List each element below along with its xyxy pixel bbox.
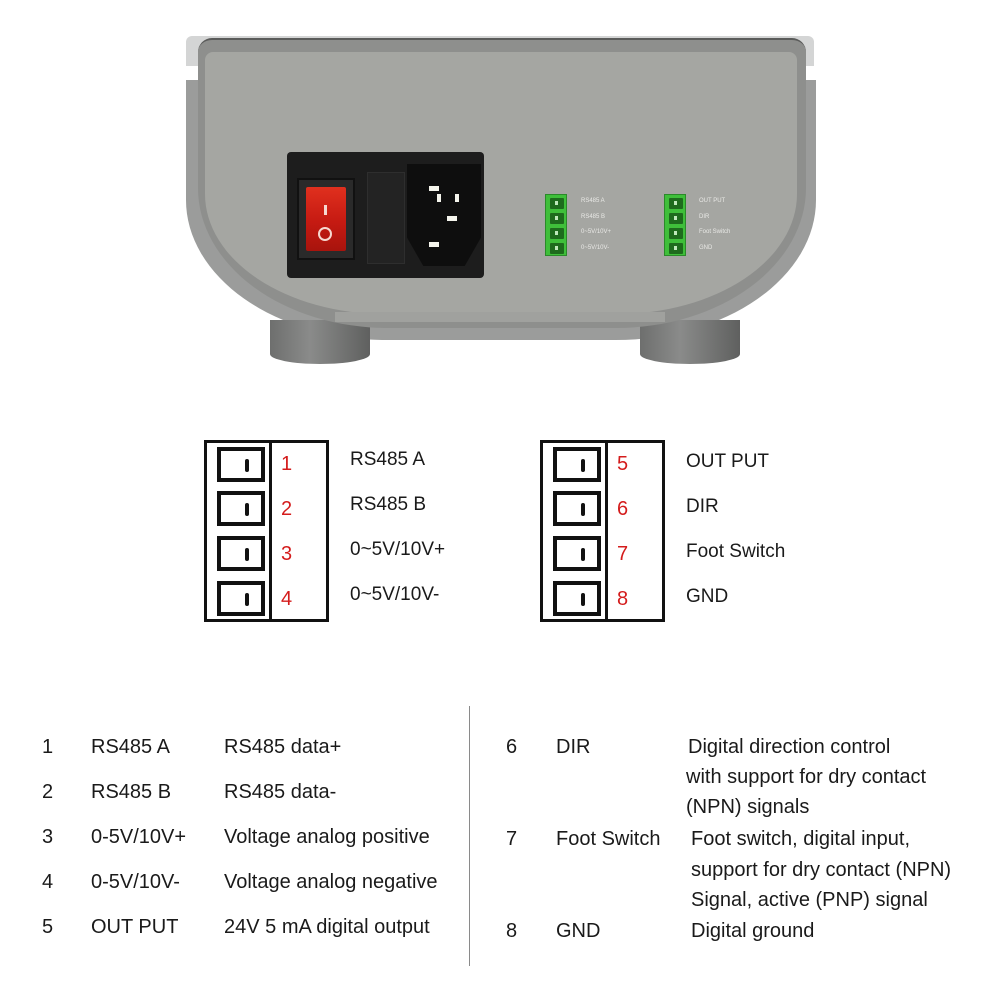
iec-power-inlet (407, 164, 481, 266)
spec-name: 0-5V/10V- (91, 871, 180, 893)
terminal-slot (550, 198, 564, 209)
terminal-label: RS485 B (581, 213, 606, 220)
spec-number: 2 (42, 781, 54, 803)
terminal-block-right (664, 194, 686, 256)
terminal-slot (669, 228, 683, 239)
device-foot-right (640, 320, 740, 364)
connector-divider (605, 443, 608, 619)
spec-description-line: Signal, active (PNP) signal (691, 889, 928, 911)
connector-cell-icon (217, 581, 265, 616)
spec-description-line: (NPN) signals (686, 796, 810, 818)
spec-description: RS485 data+ (224, 736, 342, 758)
pin-label: Foot Switch (686, 541, 786, 562)
spec-description-line: with support for dry contact (686, 766, 927, 788)
pin-number: 7 (617, 543, 629, 565)
terminal-slot (550, 243, 564, 254)
power-switch-bezel (297, 178, 355, 260)
pin-number: 1 (281, 453, 293, 475)
connector-diagram-left: 1 2 3 4 (204, 440, 329, 622)
spec-number: 3 (42, 826, 54, 848)
connector-cell-icon (553, 447, 601, 482)
connector-cell-icon (217, 536, 265, 571)
spec-name: Foot Switch (556, 828, 661, 850)
power-off-icon (318, 227, 332, 241)
pin-number: 8 (617, 588, 629, 610)
terminal-slot (669, 213, 683, 224)
connector-diagram-right: 5 6 7 8 (540, 440, 665, 622)
pin-label: 0~5V/10V+ (350, 539, 446, 560)
spec-number: 6 (506, 736, 518, 758)
spec-number: 5 (42, 916, 54, 938)
spec-name: RS485 A (91, 736, 170, 758)
power-switch[interactable] (306, 187, 346, 251)
device-rear-panel-photo: RS485 A RS485 B 0~5V/10V+ 0~5V/10V- OUT … (0, 0, 1000, 380)
terminal-block-left (545, 194, 567, 256)
connector-divider (269, 443, 272, 619)
pin-label: OUT PUT (686, 451, 770, 472)
terminal-label: Foot Switch (699, 229, 731, 235)
power-on-icon (324, 205, 327, 215)
terminal-label: RS485 A (581, 198, 605, 204)
connector-cell-icon (217, 491, 265, 526)
spec-name: OUT PUT (91, 916, 179, 938)
spec-number: 7 (506, 828, 518, 850)
spec-description-line: Foot switch, digital input, (691, 828, 910, 850)
inlet-pin-icon (455, 194, 459, 202)
spec-number: 8 (506, 920, 518, 942)
pin-label: DIR (686, 496, 719, 517)
spec-description-line: Digital direction control (688, 736, 891, 758)
pin-label: 0~5V/10V- (350, 584, 440, 605)
pin-label: RS485 B (350, 494, 427, 515)
spec-description: Voltage analog negative (224, 871, 438, 893)
fuse-holder (367, 172, 405, 264)
pin-number: 5 (617, 453, 629, 475)
connector-cell-icon (553, 491, 601, 526)
terminal-labels-left: RS485 A RS485 B 0~5V/10V+ 0~5V/10V- (581, 194, 611, 256)
inlet-pin-icon (437, 194, 441, 202)
connector-cell-icon (553, 536, 601, 571)
device-foot-left (270, 320, 370, 364)
terminal-label: GND (699, 244, 713, 251)
terminal-label: OUT PUT (699, 198, 726, 204)
connector-cell-icon (217, 447, 265, 482)
power-entry-module (287, 152, 484, 278)
inlet-pin-icon (447, 216, 457, 221)
pin-number: 3 (281, 543, 293, 565)
pin-number: 4 (281, 588, 293, 610)
inlet-pin-icon (429, 242, 439, 247)
spec-name: RS485 B (91, 781, 172, 803)
spec-description: Voltage analog positive (224, 826, 430, 848)
pin-number: 2 (281, 498, 293, 520)
spec-number: 4 (42, 871, 54, 893)
connector-cell-icon (553, 581, 601, 616)
spec-description-line: support for dry contact (NPN) (691, 859, 952, 881)
terminal-slot (669, 198, 683, 209)
spec-description: 24V 5 mA digital output (224, 916, 430, 938)
spec-description: RS485 data- (224, 781, 337, 803)
pin-label: GND (686, 586, 729, 607)
terminal-slot (550, 228, 564, 239)
terminal-slot (550, 213, 564, 224)
terminal-label: 0~5V/10V- (581, 244, 610, 251)
pin-number: 6 (617, 498, 629, 520)
terminal-label: 0~5V/10V+ (581, 229, 612, 235)
spec-description-line: Digital ground (691, 920, 815, 942)
panel-bottom-strip (335, 312, 665, 322)
spec-name: DIR (556, 736, 591, 758)
spec-number: 1 (42, 736, 54, 758)
spec-name: 0-5V/10V+ (91, 826, 187, 848)
table-divider (469, 706, 470, 966)
terminal-slot (669, 243, 683, 254)
spec-name: GND (556, 920, 601, 942)
terminal-labels-right: OUT PUT DIR Foot Switch GND (699, 194, 730, 256)
pin-label: RS485 A (350, 449, 425, 470)
inlet-pin-icon (429, 186, 439, 191)
terminal-label: DIR (699, 213, 710, 220)
